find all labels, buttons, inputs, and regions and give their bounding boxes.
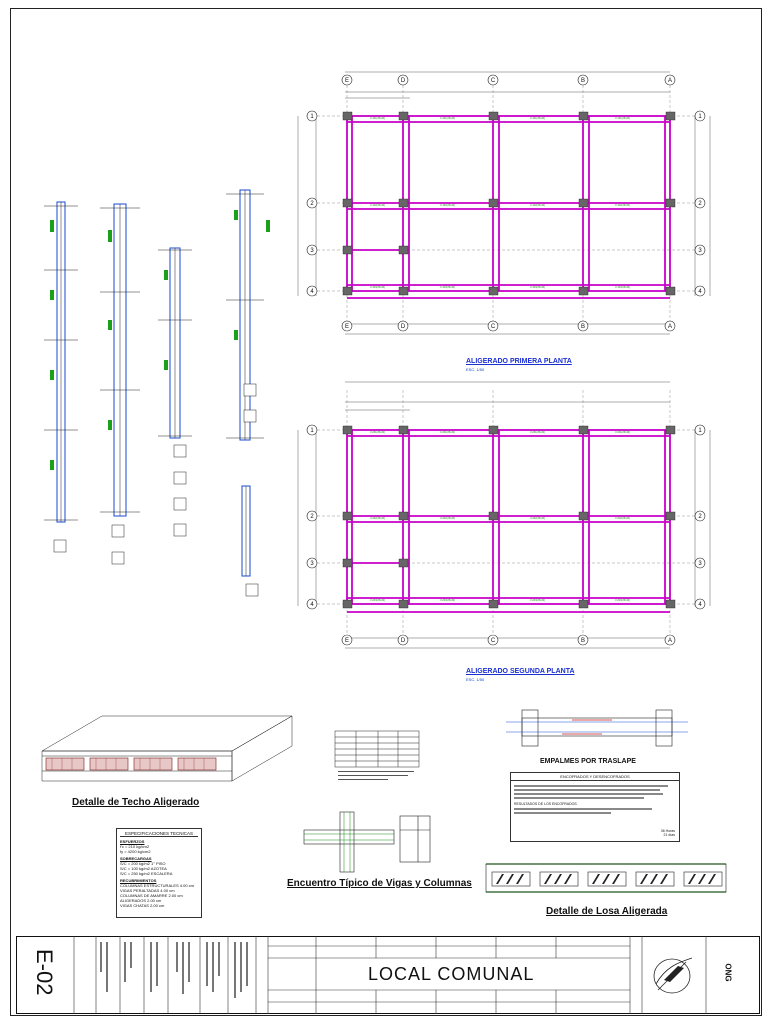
reinforcement-table [334,730,420,780]
specs-heading: ESFUERZOS [120,839,145,844]
svg-text:V-102(25x40): V-102(25x40) [530,204,545,207]
specs-heading: SOBRECARGAS [120,856,152,861]
svg-text:V-102(25x40): V-102(25x40) [615,204,630,207]
svg-text:V-202(25x40): V-202(25x40) [615,517,630,520]
svg-text:V-103(25x40): V-103(25x40) [615,286,630,289]
notes-footer-line: 21 días [663,833,675,837]
svg-text:V-103(25x40): V-103(25x40) [440,286,455,289]
svg-text:V-203(25x40): V-203(25x40) [440,599,455,602]
specs-line: COLUMNAS ESTRUCTURALES 4.00 cm [120,883,195,888]
svg-text:V-101(25x40): V-101(25x40) [440,117,455,120]
svg-text:V-101(25x40): V-101(25x40) [370,117,385,120]
losa-aligerada-detail [485,863,727,893]
svg-text:V-201(25x40): V-201(25x40) [370,431,385,434]
axis-bubble-label: D [401,324,406,330]
svg-text:V-103(25x40): V-103(25x40) [530,286,545,289]
axis-bubble-label: 2 [310,201,314,207]
axis-bubble-label: E [345,78,349,84]
plan-title-second-floor: ALIGERADO SEGUNDA PLANTA [466,668,575,675]
svg-text:V-203(25x40): V-203(25x40) [615,599,630,602]
sheet-frame [10,8,762,1016]
axis-bubble-label: 1 [310,114,314,120]
axis-bubble-label: B [581,78,585,84]
axis-bubble-label: 1 [310,428,314,434]
specs-line: VIGAS PERALTADAS 4.00 cm [120,888,175,893]
svg-text:V-201(25x40): V-201(25x40) [440,431,455,434]
svg-text:V-102(25x40): V-102(25x40) [440,204,455,207]
axis-bubble-label: E [345,324,349,330]
specs-line: ALIGERADOS 2.00 cm [120,898,162,903]
axis-bubble-label: 4 [310,289,314,295]
specs-box: ESPECIFICACIONES TECNICAS ESFUERZOS f'c … [116,828,202,918]
axis-bubble-label: 3 [698,561,702,567]
org-label: ONG [723,963,733,982]
specs-line: fy = 4200 kg/cm2 [120,849,151,854]
detail-title-empalmes: EMPALMES POR TRASLAPE [540,758,636,765]
axis-bubble-label: B [581,638,585,644]
encofrados-notes-box: ENCOFRADOS Y DESENCOFRADOS RESULTADOS DE… [510,772,680,842]
axis-bubble-label: 4 [698,602,702,608]
axis-bubble-label: C [491,78,496,84]
title-block [16,936,760,1014]
column-elevation-details [44,189,270,597]
axis-bubble-label: 4 [698,289,702,295]
specs-line: COLUMNAS DE AMARRE 2.00 cm [120,893,183,898]
svg-text:V-203(25x40): V-203(25x40) [370,599,385,602]
axis-bubble-label: 3 [310,561,314,567]
project-name: LOCAL COMUNAL [368,964,535,984]
empalmes-detail [506,709,688,747]
plan-scale-first-floor: ESC. 1/50 [466,367,485,372]
techo-aligerado-isometric [41,715,293,782]
svg-text:V-101(25x40): V-101(25x40) [615,117,630,120]
axis-bubble-label: C [491,324,496,330]
detail-title-encuentro: Encuentro Típico de Vigas y Columnas [287,878,472,889]
detail-title-losa: Detalle de Losa Aligerada [546,906,668,917]
detail-title-techo: Detalle de Techo Aligerado [72,797,200,808]
specs-heading: RECUBRIMIENTOS [120,878,157,883]
axis-bubble-label: A [668,78,672,84]
svg-text:V-202(25x40): V-202(25x40) [370,517,385,520]
notes-box-subtitle: RESULTADOS DE LOS ENCOFRADOS [514,802,577,806]
axis-bubble-label: E [345,638,349,644]
svg-text:V-103(25x40): V-103(25x40) [370,286,385,289]
specs-line: S/C = 100 kg/m2 AZOTEA [120,866,167,871]
specs-title: ESPECIFICACIONES TECNICAS [120,831,198,837]
axis-bubble-label: 2 [698,201,702,207]
floor-plan-second: V-201(25x40) V-201(25x40) V-201(25x40) V-20… [297,381,711,649]
svg-text:V-102(25x40): V-102(25x40) [370,204,385,207]
specs-line: S/C = 200 kg/m2 1° PISO [120,861,166,866]
axis-bubble-label: A [668,324,672,330]
svg-text:V-203(25x40): V-203(25x40) [530,599,545,602]
axis-bubble-label: 3 [310,248,314,254]
svg-text:V-101(25x40): V-101(25x40) [530,117,545,120]
axis-bubble-label: D [401,78,406,84]
axis-bubble-label: 3 [698,248,702,254]
axis-bubble-label: D [401,638,406,644]
axis-bubble-label: C [491,638,496,644]
specs-line: f'c = 210 kg/cm2 [120,844,150,849]
axis-bubble-label: A [668,638,672,644]
axis-bubble-label: 2 [698,514,702,520]
plan-title-first-floor: ALIGERADO PRIMERA PLANTA [466,358,572,365]
svg-text:V-201(25x40): V-201(25x40) [615,431,630,434]
svg-text:V-201(25x40): V-201(25x40) [530,431,545,434]
axis-bubble-label: 1 [698,114,702,120]
specs-line: VIGAS CHATAS 2.00 cm [120,903,165,908]
svg-text:V-202(25x40): V-202(25x40) [440,517,455,520]
axis-bubble-label: 1 [698,428,702,434]
encuentro-detail [303,811,431,873]
title-block-grid [73,936,707,1014]
svg-text:V-202(25x40): V-202(25x40) [530,517,545,520]
notes-footer-line: 36 Horas [660,829,675,833]
notes-box-title: ENCOFRADOS Y DESENCOFRADOS [511,773,679,781]
axis-bubble-label: 4 [310,602,314,608]
axis-bubble-label: 2 [310,514,314,520]
plan-scale-second-floor: ESC. 1/50 [466,677,485,682]
sheet-code: E-02 [32,949,57,996]
axis-bubble-label: B [581,324,585,330]
specs-line: S/C = 250 kg/m2 ESCALERA [120,871,173,876]
floor-plan-first: V-101(25x40) V-101(25x40) V-101(25x40) V-10… [297,71,711,335]
